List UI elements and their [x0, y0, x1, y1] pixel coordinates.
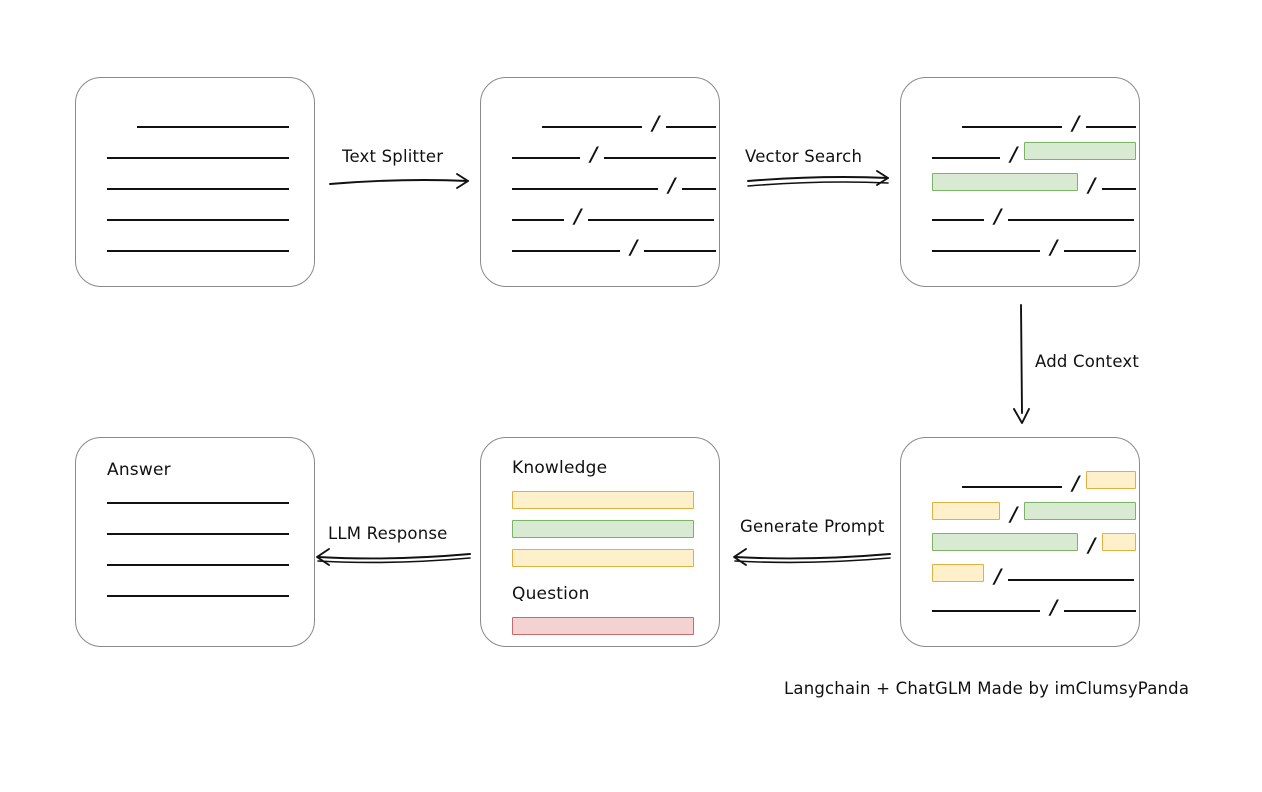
prompt-section-heading: Knowledge: [512, 458, 608, 478]
slash-separator: /: [1072, 471, 1080, 495]
text-line: [107, 188, 289, 190]
edge-generate-prompt-arrow: [733, 548, 891, 566]
card-body-source-document: [76, 78, 314, 286]
chunk-chip-green: [932, 173, 1078, 191]
slash-separator: /: [1050, 595, 1058, 619]
edge-vector-search-label: Vector Search: [745, 147, 863, 166]
chunk-chip-yellow: [932, 502, 1000, 520]
text-line: [512, 219, 564, 221]
chunk-chip-yellow: [1102, 533, 1136, 551]
card-context-augmented-chunks[interactable]: / / / / /: [900, 437, 1140, 647]
slash-separator: /: [574, 204, 582, 228]
text-line: [1008, 579, 1134, 581]
text-line: [932, 219, 984, 221]
card-vector-matched-chunks[interactable]: / / / / /: [900, 77, 1140, 287]
card-body-vector-matched-chunks: / / / / /: [901, 78, 1139, 286]
text-line: [1064, 250, 1136, 252]
chunk-chip-green: [1024, 142, 1136, 160]
card-split-chunks[interactable]: / / / / /: [480, 77, 720, 287]
text-line: [644, 250, 716, 252]
text-line: [1008, 219, 1134, 221]
slash-separator: /: [1010, 502, 1018, 526]
slash-separator: /: [994, 564, 1002, 588]
edge-generate-prompt-label: Generate Prompt: [740, 517, 885, 536]
text-line: [1102, 188, 1136, 190]
text-line: [932, 250, 1040, 252]
slash-separator: /: [652, 111, 660, 135]
edge-llm-response-label: LLM Response: [328, 524, 448, 543]
prompt-bar-red: [512, 617, 694, 635]
card-answer[interactable]: Answer: [75, 437, 315, 647]
text-line: [512, 188, 658, 190]
answer-heading: Answer: [107, 460, 171, 480]
slash-separator: /: [1010, 142, 1018, 166]
chunk-chip-green: [932, 533, 1078, 551]
prompt-bar-green: [512, 520, 694, 538]
card-source-document[interactable]: [75, 77, 315, 287]
card-body-answer: Answer: [76, 438, 314, 646]
slash-separator: /: [994, 204, 1002, 228]
slash-separator: /: [1050, 235, 1058, 259]
card-body-split-chunks: / / / / /: [481, 78, 719, 286]
edge-llm-response-arrow: [316, 548, 471, 566]
text-line: [137, 126, 289, 128]
edge-text-splitter-arrow: [329, 173, 469, 189]
text-line: [107, 595, 289, 597]
edge-vector-search-arrow: [747, 170, 889, 187]
chunk-chip-green: [1024, 502, 1136, 520]
slash-separator: /: [1072, 111, 1080, 135]
text-line: [542, 126, 642, 128]
text-line: [512, 157, 580, 159]
prompt-bar-yellow: [512, 549, 694, 567]
text-line: [107, 250, 289, 252]
edge-add-context-label: Add Context: [1035, 352, 1140, 371]
edge-text-splitter-label: Text Splitter: [342, 147, 444, 166]
prompt-section-heading: Question: [512, 584, 590, 604]
slash-separator: /: [1088, 173, 1096, 197]
text-line: [107, 219, 289, 221]
slash-separator: /: [1088, 533, 1096, 557]
text-line: [962, 486, 1062, 488]
text-line: [682, 188, 716, 190]
text-line: [107, 157, 289, 159]
text-line: [107, 533, 289, 535]
chunk-chip-yellow: [1086, 471, 1136, 489]
text-line: [512, 250, 620, 252]
text-line: [604, 157, 716, 159]
text-line: [107, 564, 289, 566]
chunk-chip-yellow: [932, 564, 984, 582]
prompt-bar-yellow: [512, 491, 694, 509]
footer-credit: Langchain + ChatGLM Made by imClumsyPand…: [784, 679, 1190, 698]
slash-separator: /: [590, 142, 598, 166]
text-line: [107, 502, 289, 504]
text-line: [962, 126, 1062, 128]
text-line: [1064, 610, 1136, 612]
text-line: [588, 219, 714, 221]
text-line: [1086, 126, 1136, 128]
card-body-context-augmented-chunks: / / / / /: [901, 438, 1139, 646]
text-line: [932, 610, 1040, 612]
slash-separator: /: [630, 235, 638, 259]
text-line: [666, 126, 716, 128]
slash-separator: /: [668, 173, 676, 197]
text-line: [932, 157, 1000, 159]
edge-add-context-arrow: [1013, 304, 1030, 424]
